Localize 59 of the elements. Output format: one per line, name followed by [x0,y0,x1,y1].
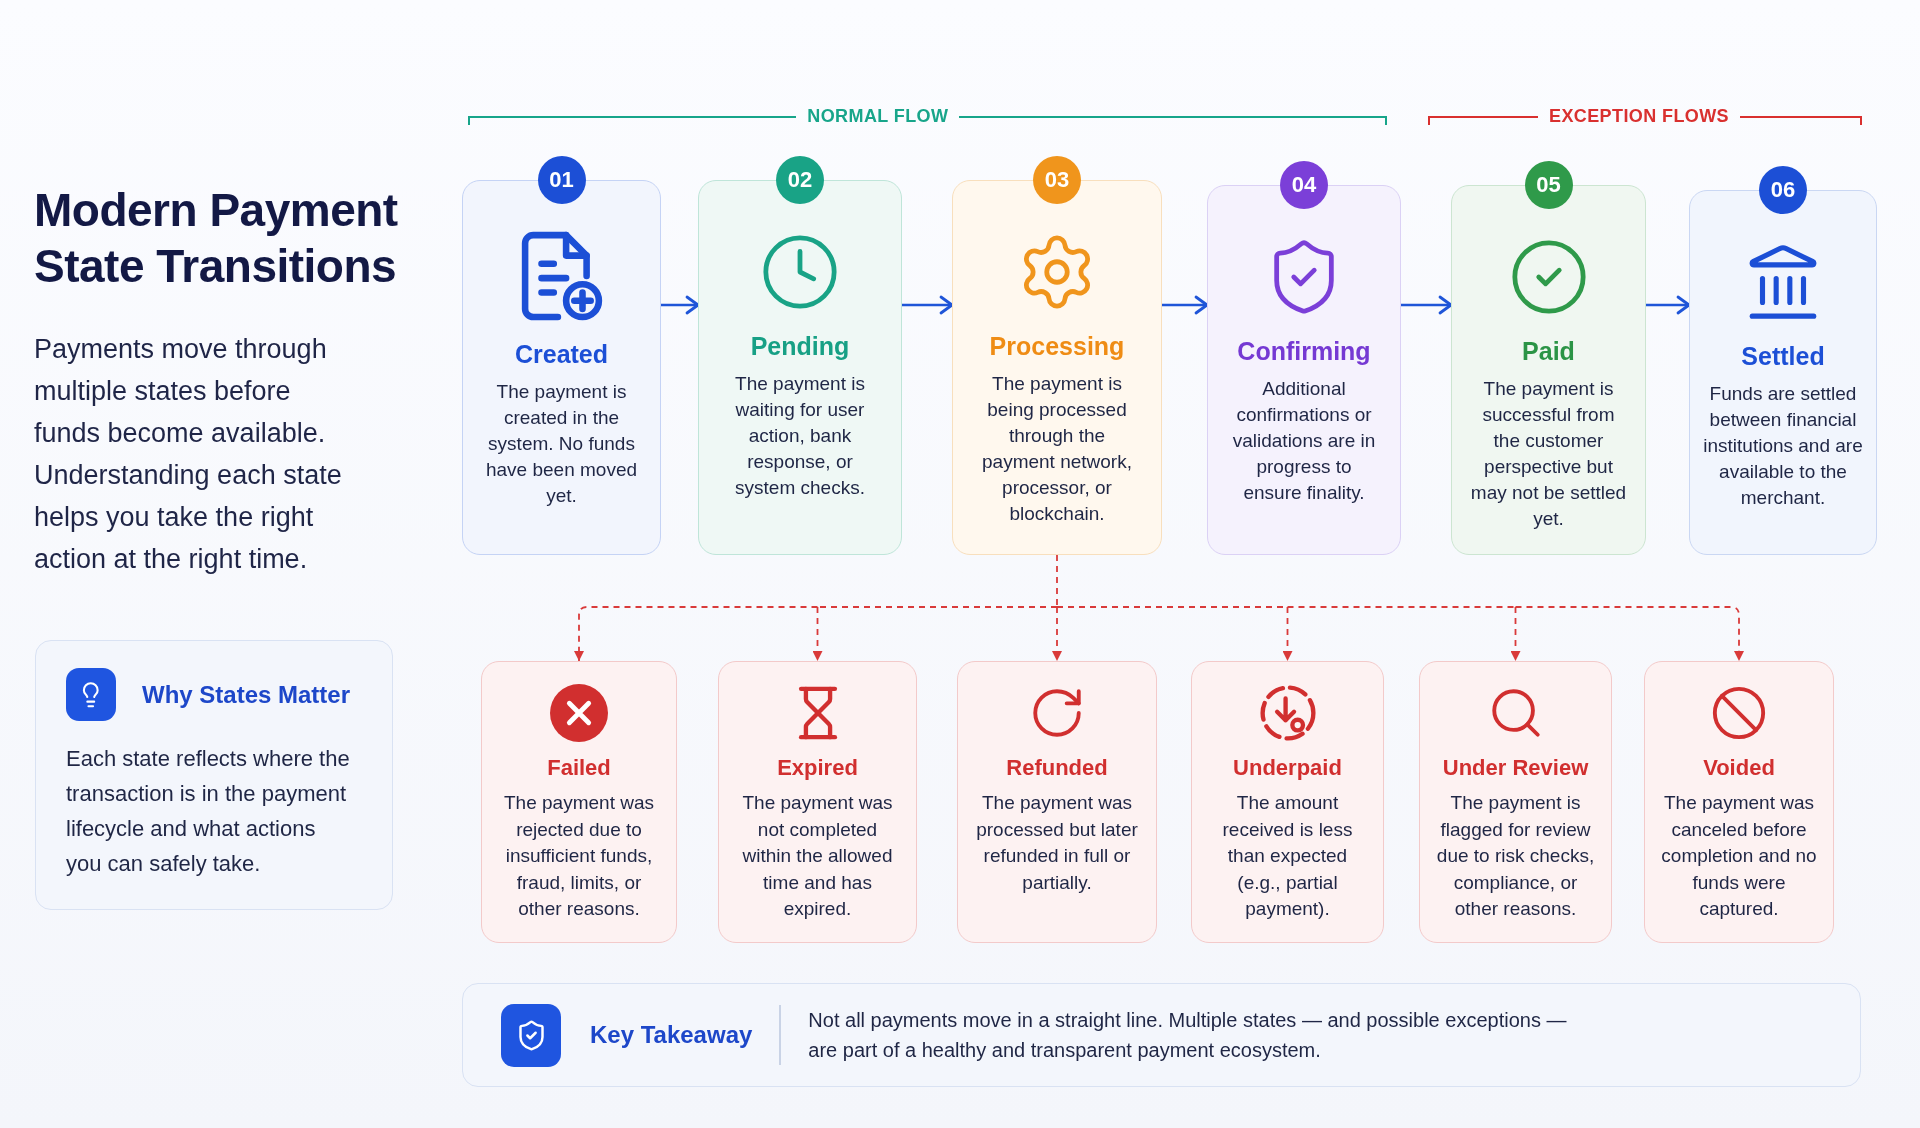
exception-card [481,661,677,943]
step-number-badge: 05 [1524,161,1573,209]
dashed-arrow [1052,606,1062,662]
state-title: Created [514,339,609,370]
arrow [900,295,954,315]
exception-card [1644,661,1834,943]
state-title: Failed [547,754,611,782]
step-number-badge: 06 [1759,166,1807,214]
dashed-arrow [1514,606,1744,662]
dashed-line [1286,606,1517,608]
state-title: Settled [1741,341,1825,371]
state-description: Additional confirmations or validations are in progress to ensure finality. [1231,377,1377,505]
state-title: Expired [777,754,858,782]
dashed-arrow [1282,606,1293,662]
state-description: The payment is successful from the customer perspective but may not be settled yet. [1470,377,1627,531]
panel-heading: Key Takeaway [590,1021,753,1049]
state-title: Refunded [1006,754,1108,782]
page-title: Modern Payment State Transitions [34,183,399,294]
state-description: The payment was processed but later refunded in full or partially. [975,791,1139,895]
takeaway-panel [462,983,1861,1087]
state-description: The payment is waiting for user action, bank response, or system checks. [734,372,866,500]
state-title: Underpaid [1233,754,1342,782]
step-number-badge: 01 [537,156,586,204]
state-description: Funds are settled between financial institutions and are available to the merchant. [1703,382,1863,510]
state-description: The payment is created in the system. No funds have been moved yet. [484,380,639,509]
step-number-badge: 04 [1280,161,1328,209]
state-title: Paid [1522,336,1575,366]
state-description: The amount received is less than expected (e.g., partial payment). [1221,791,1354,921]
panel-text: Not all payments move in a straight line. Multiple states — and possible exceptions — are part of a healthy and transparent payment ecosystem. [808,1008,1568,1063]
exception-card [1419,661,1612,943]
dashed-line [1056,554,1058,608]
step-number-badge: 03 [1033,156,1081,204]
dashed-arrow [574,606,819,662]
state-description: The payment was canceled before completion and no funds were captured. [1660,791,1818,921]
state-description: The payment is being processed through the payment network, processor, or blockchain. [981,372,1133,526]
arrow [1644,295,1691,315]
panel-text: Each state reflects where the transaction is in the payment lifecycle and what actions you can safely take. [66,745,351,878]
section-label: EXCEPTION FLOWS [1548,105,1730,127]
state-title: Voided [1703,754,1775,782]
state-title: Processing [989,331,1125,361]
exception-card [957,661,1157,943]
exception-card [718,661,917,943]
exception-card [1191,661,1384,943]
state-title: Confirming [1237,336,1371,366]
arrow [1399,295,1453,315]
dashed-arrow [1510,606,1521,662]
arrow [1160,295,1209,315]
step-number-badge: 02 [776,156,824,204]
intro-text: Payments move through multiple states before funds become available. Understanding each state helps you take the right action at the right time. [34,333,343,576]
section-label: NORMAL FLOW [806,105,950,127]
state-description: The payment was rejected due to insufficient funds, fraud, limits, or other reasons. [503,791,655,921]
info-panel [35,640,393,910]
state-description: The payment is flagged for review due to risk checks, compliance, or other reasons. [1435,791,1596,921]
dashed-arrow [812,606,823,662]
state-title: Under Review [1442,754,1589,782]
state-description: The payment was not completed within the allowed time and has expired. [741,791,894,921]
state-title: Pending [750,331,850,361]
panel-heading: Why States Matter [142,680,351,709]
arrow [659,295,700,315]
